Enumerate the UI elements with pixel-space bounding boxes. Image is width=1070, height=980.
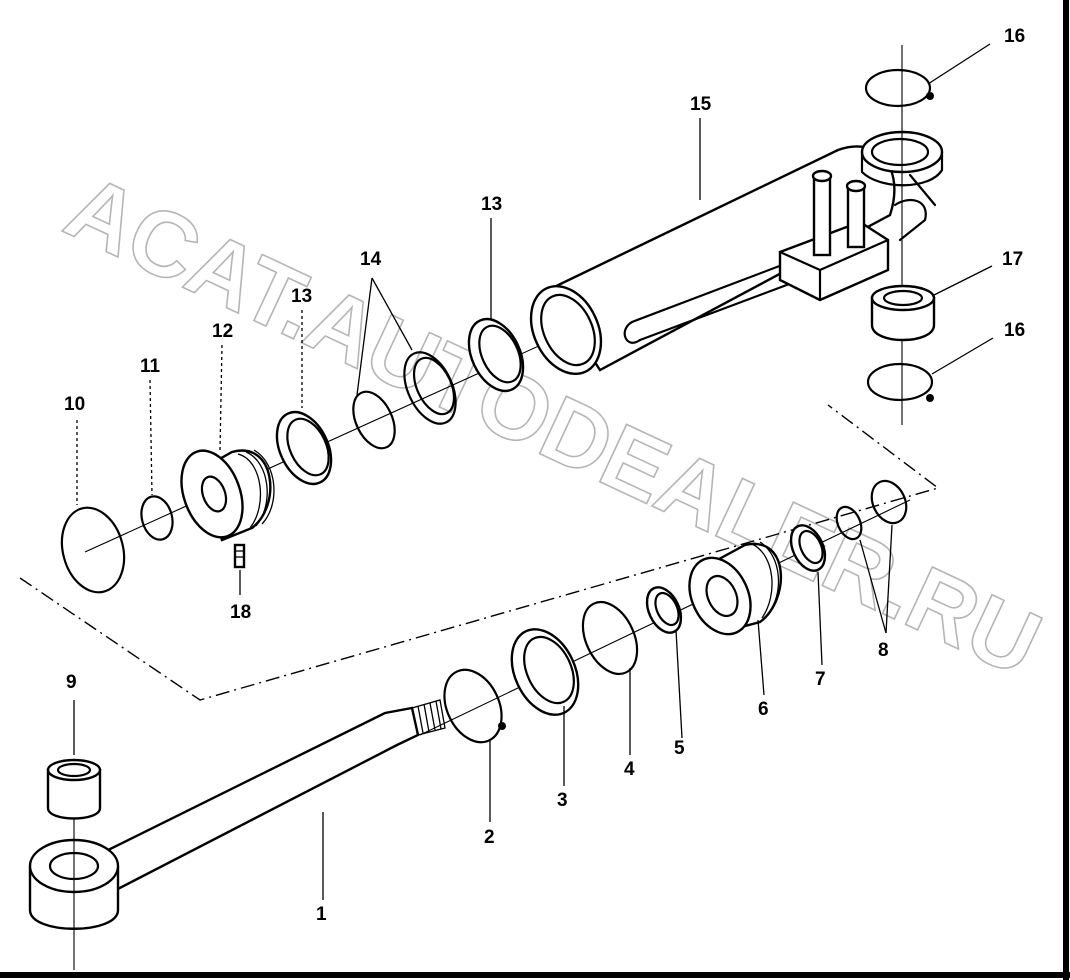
- part-7-seal: [789, 524, 827, 572]
- label-part-1: 1: [316, 904, 327, 925]
- assembly-group-outline: [19, 404, 940, 701]
- part-5-seal: [645, 586, 683, 634]
- part-8-o-ring-large: [870, 479, 908, 525]
- part-18-grease-fitting: [233, 543, 246, 569]
- part-9-rod-end-bushing: [46, 758, 102, 820]
- part-12-gland-nut: [180, 449, 275, 542]
- part-14-seal-outer: [403, 351, 457, 425]
- part-2-snap-ring: [443, 668, 506, 744]
- part-14-seal-inner: [352, 390, 396, 450]
- label-part-16-bottom: 16: [1004, 320, 1025, 341]
- label-part-16-top: 16: [1004, 26, 1025, 47]
- part-6-piston: [688, 541, 783, 636]
- label-part-17: 17: [1002, 249, 1023, 270]
- label-part-7: 7: [815, 669, 826, 690]
- label-part-6: 6: [758, 699, 769, 720]
- label-part-13-right: 13: [481, 194, 502, 215]
- label-part-12: 12: [212, 321, 233, 342]
- label-part-8: 8: [878, 640, 889, 661]
- part-13-right-wear-ring: [467, 317, 525, 393]
- part-17-bushing: [870, 284, 936, 342]
- label-part-4: 4: [624, 759, 635, 780]
- part-16-lower-snap-ring: [866, 362, 934, 402]
- part-16-upper-snap-ring: [864, 68, 934, 108]
- label-part-11: 11: [140, 356, 161, 377]
- label-part-13-left: 13: [291, 286, 312, 307]
- label-part-2: 2: [484, 827, 495, 848]
- part-8-o-ring-small: [835, 505, 863, 541]
- label-part-3: 3: [557, 790, 568, 811]
- label-part-15: 15: [690, 94, 712, 115]
- leader-lines: [73, 43, 994, 900]
- part-10-backup-ring: [60, 506, 126, 594]
- part-11-o-ring: [140, 495, 174, 541]
- part-15-cylinder-barrel: [529, 130, 944, 376]
- part-4-o-ring: [581, 600, 639, 676]
- label-part-10: 10: [64, 394, 85, 415]
- label-part-9: 9: [66, 672, 77, 693]
- label-part-5: 5: [674, 738, 685, 759]
- label-part-18: 18: [230, 602, 251, 623]
- part-3-wear-ring: [510, 628, 580, 716]
- part-13-left-wear-ring: [275, 410, 333, 486]
- label-part-14: 14: [360, 249, 382, 270]
